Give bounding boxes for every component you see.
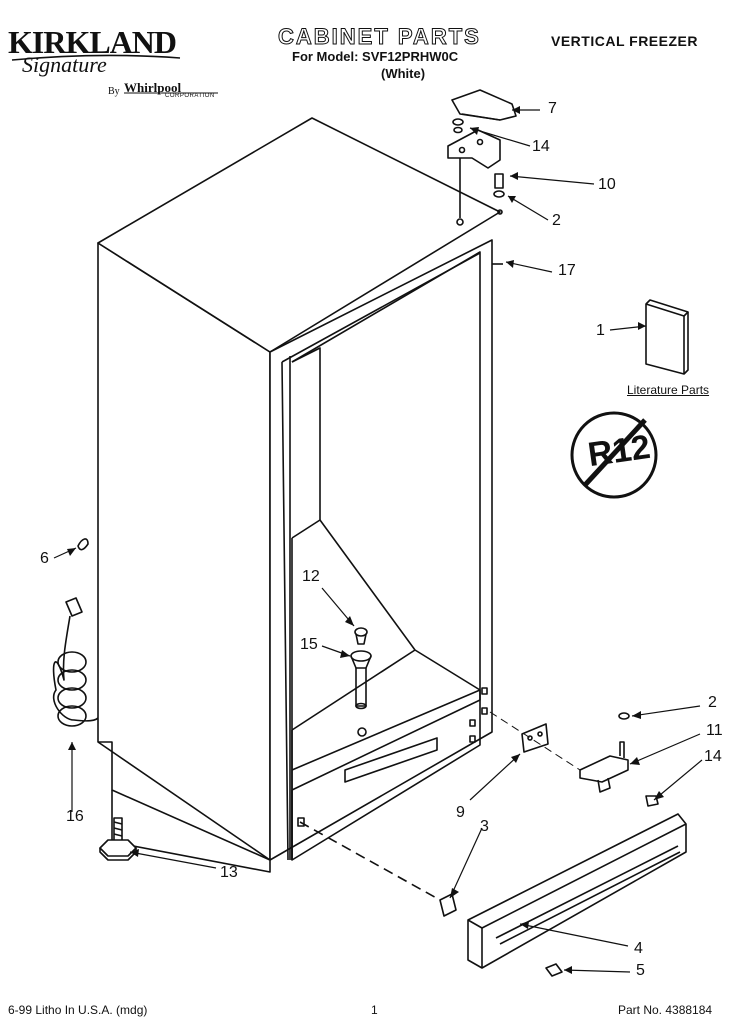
r12-badge [570,411,658,499]
bottom-hinge-bracket [521,723,549,753]
product-type: VERTICAL FREEZER [551,33,698,49]
brand-logo: KIRKLAND [8,24,177,60]
bottom-hinge [579,741,629,793]
callout-14-right: 14 [704,748,722,765]
callout-17: 17 [558,262,576,279]
literature-booklet [645,299,689,375]
leveling-leg [99,817,137,861]
literature-parts-label: Literature Parts [627,383,710,397]
callout-4: 4 [634,940,643,957]
base-grille [467,813,687,969]
callout-1: 1 [596,322,605,339]
hinge-cover [451,89,517,121]
page-title: CABINET PARTS [278,24,481,50]
power-cord [52,597,99,727]
color-line: (White) [381,66,426,81]
washer-top [452,118,464,126]
callout-2-right: 2 [708,694,717,711]
callout-15: 15 [300,636,318,653]
callout-16: 16 [66,808,84,825]
callout-13: 13 [220,864,238,881]
callout-3: 3 [480,818,489,835]
cabinet-body [97,117,501,861]
callout-14-top: 14 [532,138,550,155]
top-hinge [447,129,501,169]
washer-right [618,712,630,720]
drain-assembly [350,627,372,710]
maker-subtext: CORPORATION [165,93,215,99]
callout-12: 12 [302,568,320,585]
brand-swash [11,54,181,61]
footer-page-number: 1 [371,1003,378,1017]
grille-screw [545,963,563,977]
callout-2-top: 2 [552,212,561,229]
by-text: By [108,86,120,97]
callout-11: 11 [706,722,723,739]
callout-10: 10 [598,176,616,193]
maker-logo: Whirlpool [124,80,182,95]
grille-clip [439,893,457,917]
callout-9: 9 [456,804,465,821]
callout-7: 7 [548,100,557,117]
callout-6: 6 [40,550,49,567]
clip-part [77,538,89,551]
callout-5: 5 [636,962,645,979]
model-line: For Model: SVF12PRHW0C [292,49,459,64]
footer-print-info: 6-99 Litho In U.S.A. (mdg) [8,1003,148,1017]
footer-part-number: Part No. 4388184 [618,1003,713,1017]
